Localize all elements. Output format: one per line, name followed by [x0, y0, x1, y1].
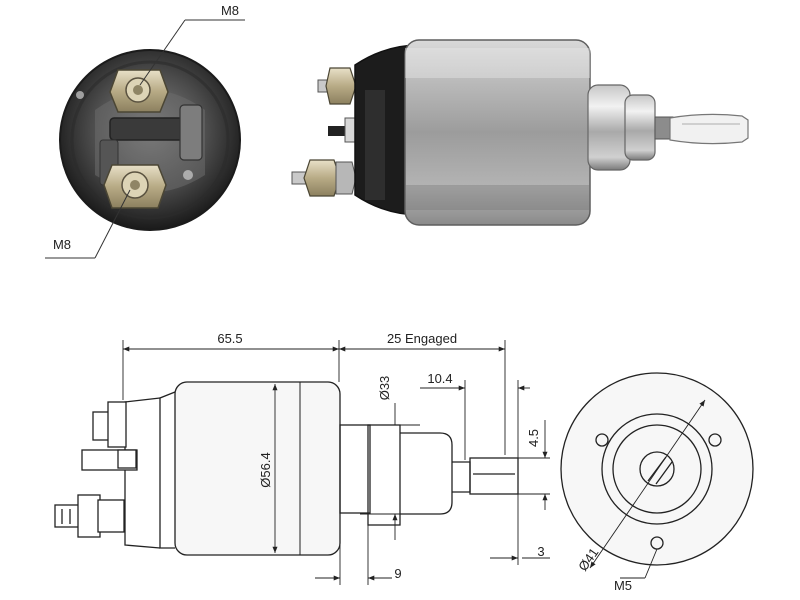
plunger [669, 113, 749, 145]
dimension-lines [122, 340, 550, 585]
label-m8-bottom: M8 [53, 237, 71, 252]
end-view-photo: M8 M8 [45, 3, 245, 259]
dim-3: 3 [537, 544, 544, 559]
dim-25-engaged: 25 Engaged [387, 331, 457, 346]
dimension-labels: 65.5 25 Engaged Ø56.4 Ø33 10.4 4.5 9 3 Ø… [217, 331, 632, 593]
bottom-stud [103, 164, 167, 209]
dim-nose-diameter: Ø33 [377, 376, 392, 401]
terminal-bracket [109, 117, 191, 141]
label-m5: M5 [614, 578, 632, 593]
side-view-photo [291, 39, 749, 226]
leader-bottom [94, 189, 131, 259]
side-view-drawing [54, 381, 519, 556]
side-bottom-stud [291, 159, 357, 197]
side-top-stud [317, 67, 357, 105]
top-stud [109, 69, 169, 113]
dim-bolt-circle: Ø41 [575, 545, 601, 574]
end-view-drawing [560, 372, 754, 579]
dim-4-5: 4.5 [526, 429, 541, 447]
dim-body-diameter: Ø56.4 [258, 452, 273, 487]
dim-10-4: 10.4 [427, 371, 452, 386]
label-m8-top: M8 [221, 3, 239, 18]
dim-65-5: 65.5 [217, 331, 242, 346]
leader-top [139, 19, 186, 86]
dim-9: 9 [394, 566, 401, 581]
solenoid-nose [587, 84, 631, 171]
mount-hole-right [708, 433, 722, 447]
